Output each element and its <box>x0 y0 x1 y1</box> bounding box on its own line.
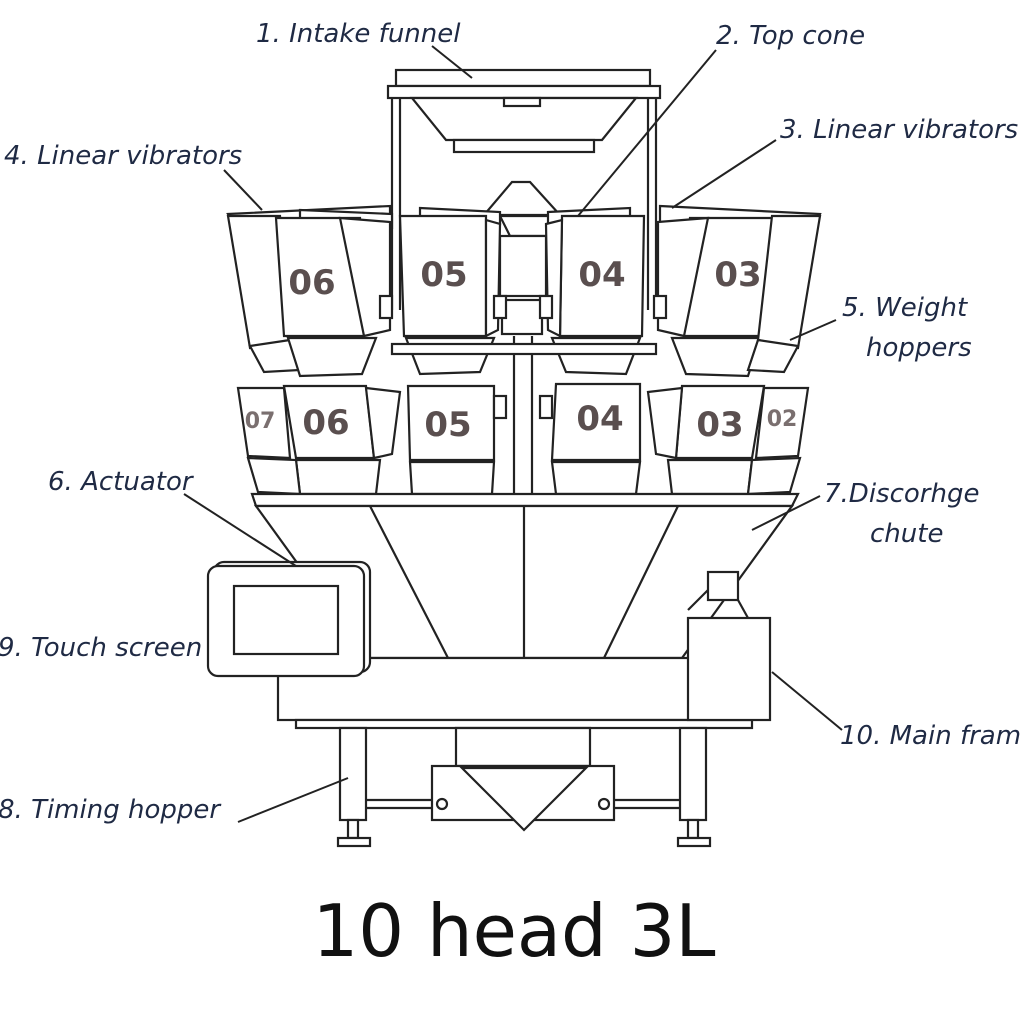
upper-hopper-row: 06 05 04 03 <box>226 214 822 378</box>
hopper-lower-02: 02 <box>746 386 810 496</box>
head-number-lower-06: 06 <box>302 403 349 443</box>
label-intake-funnel: 1. Intake funnel <box>256 19 461 49</box>
intake-funnel <box>386 68 662 154</box>
hopper-lower-06: 06 <box>246 384 402 496</box>
label-actuator: 6. Actuator <box>48 467 195 497</box>
hopper-upper-06: 06 <box>274 216 394 378</box>
label-weight-hoppers-line2: hoppers <box>866 333 972 363</box>
label-linear-vibrators-left: 4. Linear vibrators <box>4 141 242 171</box>
diagram-caption: 10 head 3L <box>312 889 715 973</box>
top-cone <box>481 180 563 494</box>
head-number-lower-07: 07 <box>245 409 276 434</box>
callout-labels: 1. Intake funnel 2. Top cone 3. Linear v… <box>0 19 1021 825</box>
label-main-frame: 10. Main fram <box>840 721 1021 751</box>
touch-screen <box>206 560 372 678</box>
hopper-lower-07: 07 <box>236 386 292 460</box>
label-linear-vibrators-right: 3. Linear vibrators <box>780 115 1018 145</box>
timing-hopper <box>430 726 616 832</box>
head-number-lower-03: 03 <box>696 405 743 445</box>
frame-posts <box>390 98 658 310</box>
head-number-lower-02: 02 <box>767 407 798 432</box>
head-number-upper-04: 04 <box>578 255 625 295</box>
label-timing-hopper: 8. Timing hopper <box>0 795 222 825</box>
head-number-upper-03: 03 <box>714 255 761 295</box>
head-number-upper-06: 06 <box>288 263 335 303</box>
label-discharge-chute-line1: 7.Discorhge <box>824 479 979 509</box>
legs <box>336 726 712 848</box>
label-touch-screen: 9. Touch screen <box>0 633 202 663</box>
hopper-lower-03: 03 <box>646 384 766 496</box>
head-number-lower-04: 04 <box>576 399 623 439</box>
label-discharge-chute-line2: chute <box>870 519 943 549</box>
hopper-support-bar <box>390 342 658 356</box>
leader-lines <box>183 45 843 823</box>
hopper-lower-05: 05 <box>406 384 508 496</box>
lower-hopper-row: 07 06 05 04 03 <box>236 382 810 496</box>
label-top-cone: 2. Top cone <box>716 21 865 51</box>
hopper-lower-04: 04 <box>538 382 642 496</box>
label-weight-hoppers-line1: 5. Weight <box>842 293 968 323</box>
head-number-upper-05: 05 <box>420 255 467 295</box>
head-number-lower-05: 05 <box>424 405 471 445</box>
